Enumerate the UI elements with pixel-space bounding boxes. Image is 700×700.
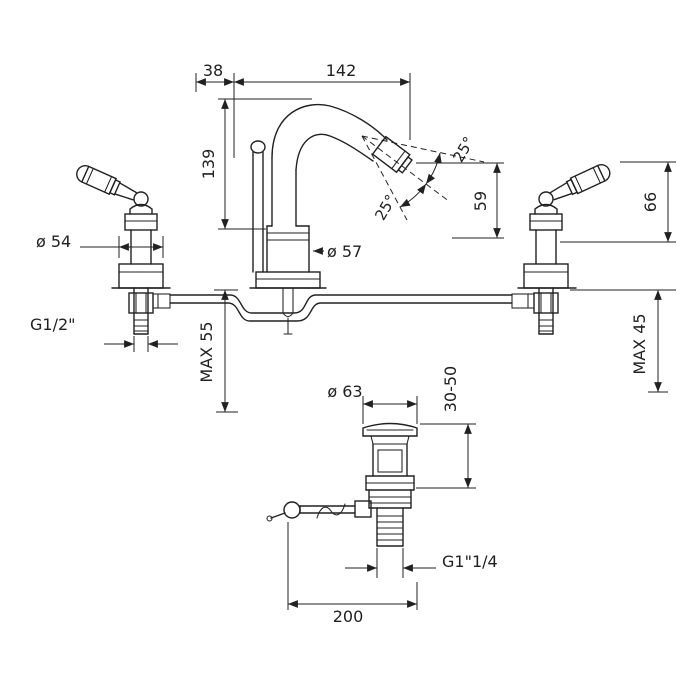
clamp-range-dimension: 30-50 [416,366,476,489]
inlet-thread-dimension: G1/2" [30,315,178,352]
dim-59-label: 59 [471,191,490,211]
left-lever [76,165,137,201]
supply-hoses [169,287,513,335]
outlet-height-dimension: 59 [416,162,504,239]
right-lever [549,164,611,201]
dim-g114-label: G1"1/4 [442,552,498,571]
top-dimension-chain: 38 142 [195,61,411,158]
angle-lower-label: 25° [371,191,400,223]
max55-label: MAX 55 [197,321,216,382]
dim-dia63-label: ø 63 [327,382,362,401]
max-deck-right-dimension: MAX 45 [570,289,676,393]
handle-diameter-dimension: ø 54 [36,232,164,258]
dim-g12-label: G1/2" [30,315,76,334]
dim-dia57-label: ø 57 [327,242,362,261]
left-tap-handle [76,165,171,335]
dim-200-label: 200 [333,607,364,626]
handle-height-dimension: 66 [560,161,676,243]
pop-up-waste-assembly [362,422,418,547]
dim-dia54-label: ø 54 [36,232,71,251]
dim-66-label: 66 [641,192,660,212]
spout-height-dimension: 139 [199,98,312,230]
spout-assembly [249,103,413,289]
max45-label: MAX 45 [630,313,649,374]
angle-upper-label: 25° [449,133,478,165]
dim-38-label: 38 [203,61,223,80]
rod-length-dimension: 200 [287,522,418,626]
spray-head [371,135,413,174]
dim-3050-label: 30-50 [441,366,460,413]
right-tap-handle [511,164,611,335]
dim-142-label: 142 [326,61,357,80]
max-deck-center-dimension: MAX 55 [197,289,238,413]
waste-lever-rod [266,500,372,522]
waste-diameter-dimension: ø 63 [327,382,418,424]
spray-angle-dimensions: 25° 25° [361,133,485,224]
waste-thread-dimension: G1"1/4 [345,548,498,578]
dim-139-label: 139 [199,149,218,180]
spout-diameter-dimension: ø 57 [313,242,362,261]
